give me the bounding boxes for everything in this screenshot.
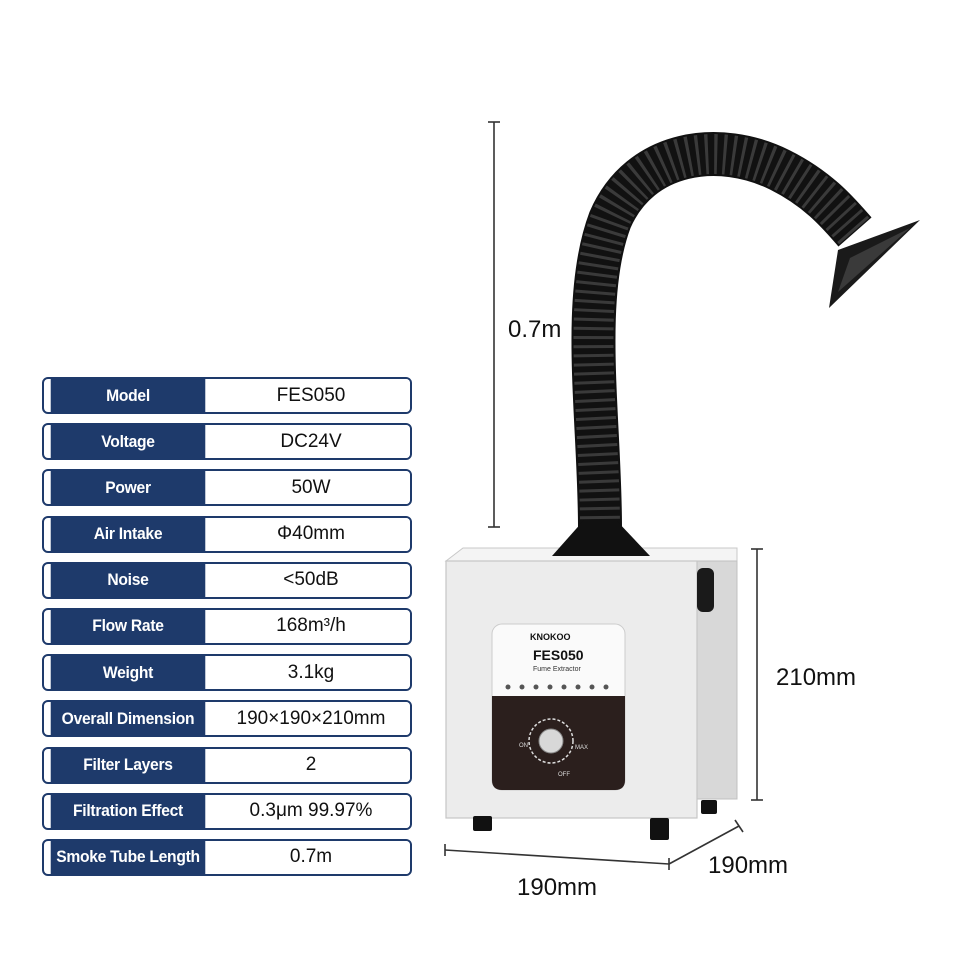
spec-row-model: Model FES050 <box>42 377 412 414</box>
speed-knob-ring <box>528 718 574 764</box>
spec-label: Overall Dimension <box>50 702 206 736</box>
spec-label: Model <box>50 379 206 412</box>
knob-off-label: OFF <box>558 772 570 778</box>
spec-value: Φ40mm <box>212 517 410 551</box>
device-foot <box>650 818 669 840</box>
spec-row-filtration-effect: Filtration Effect 0.3μm 99.97% <box>42 792 412 830</box>
spec-value: 190×190×210mm <box>212 702 410 736</box>
spec-row-voltage: Voltage DC24V <box>42 423 412 461</box>
brand-logo: KNOKOO <box>530 632 571 642</box>
tube-height-label: 0.7m <box>508 316 562 343</box>
speed-knob <box>538 728 564 754</box>
spec-row-filter-layers: Filter Layers 2 <box>42 746 412 784</box>
spec-value: 3.1kg <box>212 656 410 690</box>
tube-height-dimension-line <box>488 121 500 528</box>
spec-label: Filtration Effect <box>50 794 206 828</box>
spec-label: Voltage <box>50 425 206 459</box>
spec-value: FES050 <box>212 379 410 412</box>
spec-value: 50W <box>212 471 410 505</box>
suction-hood <box>829 220 920 308</box>
body-height-label: 210mm <box>776 664 857 691</box>
spec-label: Filter Layers <box>50 748 206 782</box>
spec-table: Model FES050 Voltage DC24V Power 50W Air… <box>42 377 412 885</box>
device-foot <box>473 816 492 831</box>
spec-row-noise: Noise <50dB <box>42 561 412 599</box>
width-label: 190mm <box>517 874 598 901</box>
spec-value: 2 <box>212 748 410 782</box>
spec-row-flow-rate: Flow Rate 168m³/h <box>42 607 412 645</box>
spec-row-weight: Weight 3.1kg <box>42 654 412 692</box>
width-dimension-line <box>444 844 670 870</box>
spec-value: 168m³/h <box>212 609 410 643</box>
spec-value: DC24V <box>212 425 410 459</box>
spec-value: 0.7m <box>212 840 410 874</box>
panel-model: FES050 <box>533 647 584 663</box>
depth-dimension-line <box>668 819 744 865</box>
spec-value: <50dB <box>212 563 410 597</box>
spec-row-overall-dimension: Overall Dimension 190×190×210mm <box>42 700 412 738</box>
spec-value: 0.3μm 99.97% <box>212 794 410 828</box>
tube-base-connector <box>552 520 650 556</box>
side-handle <box>697 568 714 612</box>
application-icons-row <box>505 684 609 690</box>
spec-label: Weight <box>50 656 206 690</box>
flexible-smoke-tube <box>571 132 872 529</box>
spec-row-power: Power 50W <box>42 469 412 507</box>
device-foot <box>701 800 717 814</box>
panel-subtitle: Fume Extractor <box>533 666 582 673</box>
spec-label: Smoke Tube Length <box>50 840 206 874</box>
spec-row-smoke-tube-length: Smoke Tube Length 0.7m <box>42 838 412 876</box>
body-height-dimension-line <box>751 548 763 801</box>
knob-max-label: MAX <box>575 745 588 751</box>
depth-label: 190mm <box>708 852 789 879</box>
suction-hood-inner <box>838 228 910 292</box>
spec-label: Flow Rate <box>50 609 206 643</box>
spec-label: Air Intake <box>50 517 206 551</box>
spec-label: Noise <box>50 563 206 597</box>
spec-label: Power <box>50 471 206 505</box>
knob-on-label: ON <box>519 743 528 749</box>
spec-row-air-intake: Air Intake Φ40mm <box>42 515 412 553</box>
